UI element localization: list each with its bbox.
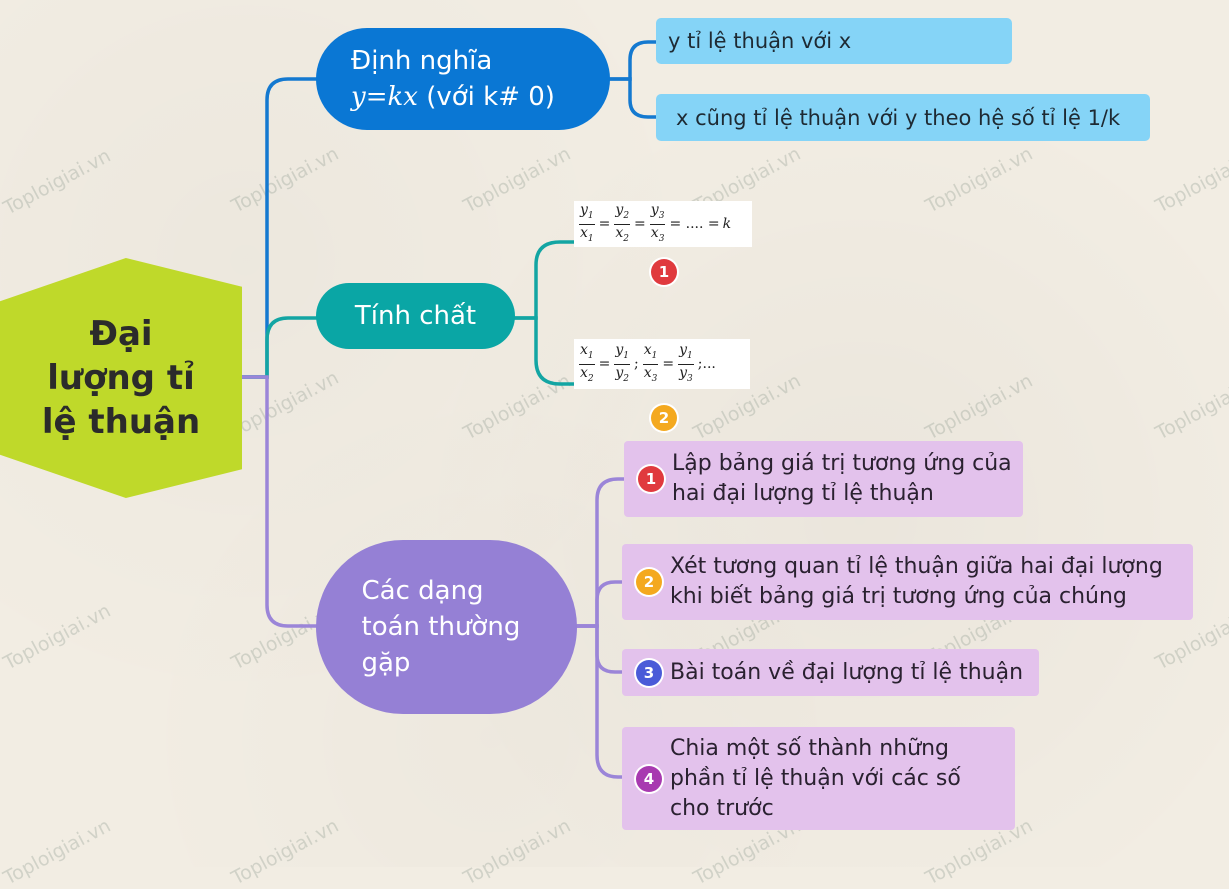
connector-def-leaf-1 xyxy=(606,40,660,81)
connector-definition xyxy=(238,77,320,379)
branch-types[interactable]: Các dạng toán thường gặp xyxy=(316,540,577,714)
type-badge-1: 1 xyxy=(638,466,664,492)
connector-prop-leaf-1 xyxy=(512,240,576,320)
type-badge-4: 4 xyxy=(636,765,662,792)
type-leaf-text: Bài toán về đại lượng tỉ lệ thuận xyxy=(670,659,1024,685)
type-leaf-text: Chia một số thành những phần tỉ lệ thuận… xyxy=(670,735,961,821)
property-badge-1: 1 xyxy=(651,259,677,285)
definition-condition: (với k# 0) xyxy=(426,82,555,112)
connector-prop-leaf-2 xyxy=(512,316,576,386)
types-label: Các dạng toán thường gặp xyxy=(361,576,521,678)
definition-label: Định nghĩa xyxy=(351,46,493,76)
properties-label: Tính chất xyxy=(354,301,477,331)
type-leaf-4[interactable]: 4 Chia một số thành những phần tỉ lệ thu… xyxy=(622,727,1015,830)
definition-leaf-text: x cũng tỉ lệ thuận với y theo hệ số tỉ l… xyxy=(676,105,1121,130)
definition-formula-line: y=kx (với k# 0) xyxy=(351,79,555,115)
connector-type-leaf-2 xyxy=(574,580,626,628)
type-leaf-2[interactable]: 2 Xét tương quan tỉ lệ thuận giữa hai đạ… xyxy=(622,544,1193,620)
connector-lines xyxy=(238,40,660,779)
type-leaf-text: Xét tương quan tỉ lệ thuận giữa hai đại … xyxy=(670,554,1163,609)
type-badge-2: 2 xyxy=(636,569,662,595)
connector-type-leaf-1 xyxy=(574,477,627,628)
connector-types xyxy=(238,375,320,628)
definition-leaf-2[interactable]: x cũng tỉ lệ thuận với y theo hệ số tỉ l… xyxy=(656,94,1150,141)
property-badge-2: 2 xyxy=(651,405,677,431)
definition-leaf-text: y tỉ lệ thuận với x xyxy=(668,29,852,53)
branch-definition[interactable]: Định nghĩa y=kx (với k# 0) xyxy=(316,28,610,130)
type-badge-3: 3 xyxy=(636,659,662,686)
type-leaf-3[interactable]: 3 Bài toán về đại lượng tỉ lệ thuận xyxy=(622,649,1039,696)
connector-type-leaf-3 xyxy=(574,624,626,674)
root-node[interactable]: Đại lượng tỉ lệ thuận xyxy=(0,258,242,498)
root-title: Đại lượng tỉ lệ thuận xyxy=(41,314,201,442)
type-leaf-1[interactable]: 1 Lập bảng giá trị tương ứng của hai đại… xyxy=(624,441,1023,517)
branch-properties[interactable]: Tính chất xyxy=(316,283,515,349)
connector-properties xyxy=(238,316,320,379)
type-leaf-text: Lập bảng giá trị tương ứng của hai đại l… xyxy=(672,451,1012,506)
connector-def-leaf-2 xyxy=(606,77,660,119)
definition-formula: y=kx xyxy=(351,82,418,112)
definition-leaf-1[interactable]: y tỉ lệ thuận với x xyxy=(656,18,1012,64)
connector-type-leaf-4 xyxy=(574,624,626,779)
